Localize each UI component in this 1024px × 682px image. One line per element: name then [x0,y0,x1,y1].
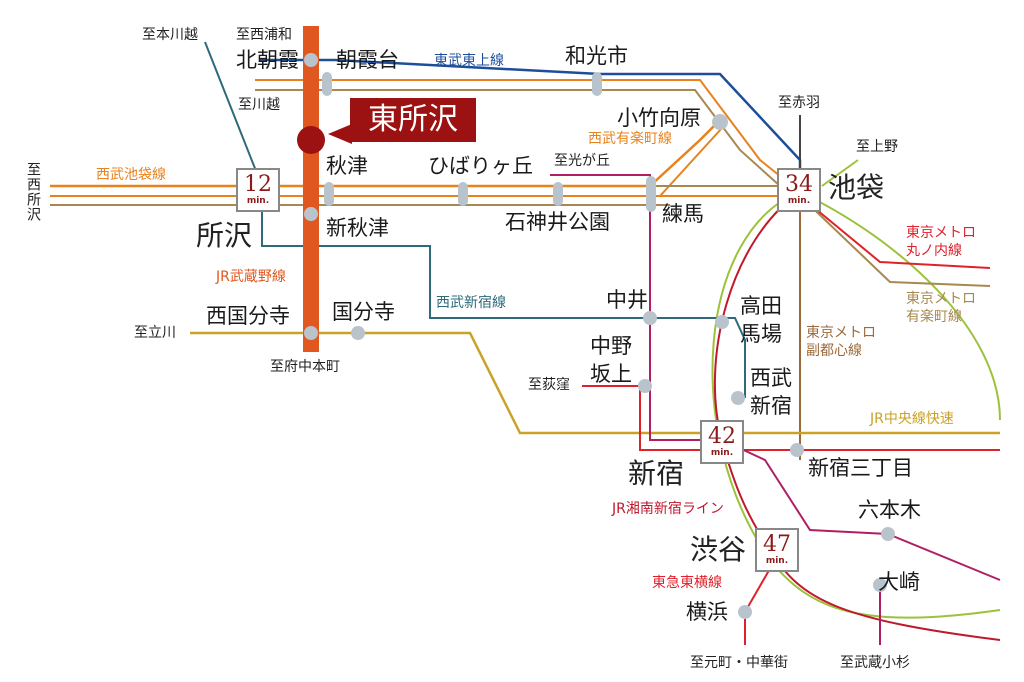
time-unit: min. [710,448,734,458]
roppongi-line [721,439,1001,581]
direction-nishitokorozawa: 至西所沢 [25,162,41,222]
line-tokyu-toyoko: 東急東横線 [652,575,722,591]
direction-tachikawa: 至立川 [134,325,176,341]
direction-honkawagoe: 至本川越 [142,27,198,43]
line-jr-chuo: JR中央線快速 [870,411,954,427]
to-ueno [821,159,859,187]
station-kokubunji: 国分寺 [332,300,395,324]
station-marker-shakujii [553,182,563,206]
line-metro-yurakucho: 東京メトロ 有楽町線 [906,291,976,325]
jr-musashino-line [303,26,319,352]
line-seibu-shinjuku: 西武新宿線 [436,295,506,311]
station-shinakitsu: 新秋津 [326,216,389,240]
time-value: 47 [763,532,791,557]
time-box-shibuya: 47 min. [755,528,799,572]
station-marker-akitsu [324,182,334,206]
shonan-shinjuku-line [713,191,1001,641]
home-station-label: 東所沢 [350,98,476,142]
station-marker-osaki [873,578,887,592]
station-takadanobaba: 高田 馬場 [740,294,782,346]
station-asakadai: 朝霞台 [336,48,399,72]
station-roppongi: 六本木 [858,498,921,522]
time-box-shinjuku: 42 min. [700,420,744,464]
ogikubo-line [582,385,1000,451]
line-jr-musashino: JR武蔵野線 [216,269,286,285]
home-station-marker [297,126,325,154]
time-value: 12 [244,172,272,197]
station-marker-kitaasaka [304,53,318,67]
line-metro-marunouchi: 東京メトロ 丸ノ内線 [906,225,976,259]
station-marker-wakoshi [592,72,602,96]
station-hibarigaoka: ひばりヶ丘 [428,154,533,178]
seibu-ikebukuro-line [50,119,721,188]
honkawagoe-line [204,41,259,177]
direction-musashikosugi: 至武蔵小杉 [840,655,910,671]
direction-fuchuhonmachi: 至府中本町 [270,359,340,375]
station-marker-yokohama [738,605,752,619]
station-marker-hibarigaoka [458,182,468,206]
station-marker-nishikokubunji [304,326,318,340]
home-callout-tail [328,124,352,144]
station-shinjukusanchome: 新宿三丁目 [808,456,913,480]
line-seibu-yurakucho: 西武有楽町線 [588,131,672,147]
direction-akabane: 至赤羽 [778,95,820,111]
line-metro-fukutoshin: 東京メトロ 副都心線 [806,325,876,359]
line-seibu-ikebukuro: 西武池袋線 [96,167,166,183]
station-marker-nerima [646,176,656,212]
station-nakai: 中井 [606,288,648,312]
station-shinjuku: 新宿 [628,457,685,490]
station-shibuya: 渋谷 [690,533,747,566]
time-value: 34 [785,172,813,197]
time-unit: min. [787,196,811,206]
station-marker-shinakitsu [304,207,318,221]
station-osaki: 大崎 [878,570,920,594]
direction-ogikubo: 至荻窪 [528,377,570,393]
station-yokohama: 横浜 [686,600,728,624]
station-shakujii: 石神井公園 [505,210,610,234]
station-marker-kokubunji [351,326,365,340]
line-jr-shonan: JR湘南新宿ライン [612,501,724,517]
marunouchi-line [799,195,991,269]
direction-motomachi: 至元町・中華街 [690,655,788,671]
station-ikebukuro: 池袋 [828,171,885,204]
station-marker-asakadai [322,72,332,96]
station-marker-nakai [643,311,657,325]
station-marker-shinjukusanchome [790,443,804,457]
station-seibushinjuku: 西武 新宿 [750,366,792,418]
chuo-line [190,331,1000,435]
station-nakanosakaue: 中野 坂上 [590,334,632,386]
station-nishikokubunji: 西国分寺 [206,304,290,328]
station-marker-roppongi [881,527,895,541]
seibu-shinjuku-line [261,200,746,398]
yamanote-line-east [799,191,1001,421]
station-marker-nakanosakaue [638,379,652,393]
direction-nishiurawa: 至西浦和 [236,27,292,43]
time-box-ikebukuro: 34 min. [777,168,821,212]
line-tobu-tojo: 東武東上線 [434,53,504,69]
station-marker-takadanobaba [715,315,729,329]
direction-kawagoe: 至川越 [238,97,280,113]
toyoko-line [744,559,776,645]
direction-hikarigaoka: 至光が丘 [554,153,610,169]
station-kitaasaka: 北朝霞 [236,48,299,72]
direction-ueno: 至上野 [856,139,898,155]
station-marker-seibushinjuku [731,391,745,405]
station-marker-kotakemukaihara [712,114,728,130]
station-akitsu: 秋津 [326,154,368,178]
station-wakoshi: 和光市 [565,44,628,68]
hikarigaoka-line [550,174,722,441]
time-value: 42 [708,424,736,449]
time-box-tokorozawa: 12 min. [236,168,280,212]
station-nerima: 練馬 [662,202,704,226]
station-tokorozawa: 所沢 [196,219,253,252]
time-unit: min. [246,196,270,206]
station-kotakemukaihara: 小竹向原 [617,106,701,130]
time-unit: min. [765,556,789,566]
yurakucho-metro-line [799,195,991,287]
